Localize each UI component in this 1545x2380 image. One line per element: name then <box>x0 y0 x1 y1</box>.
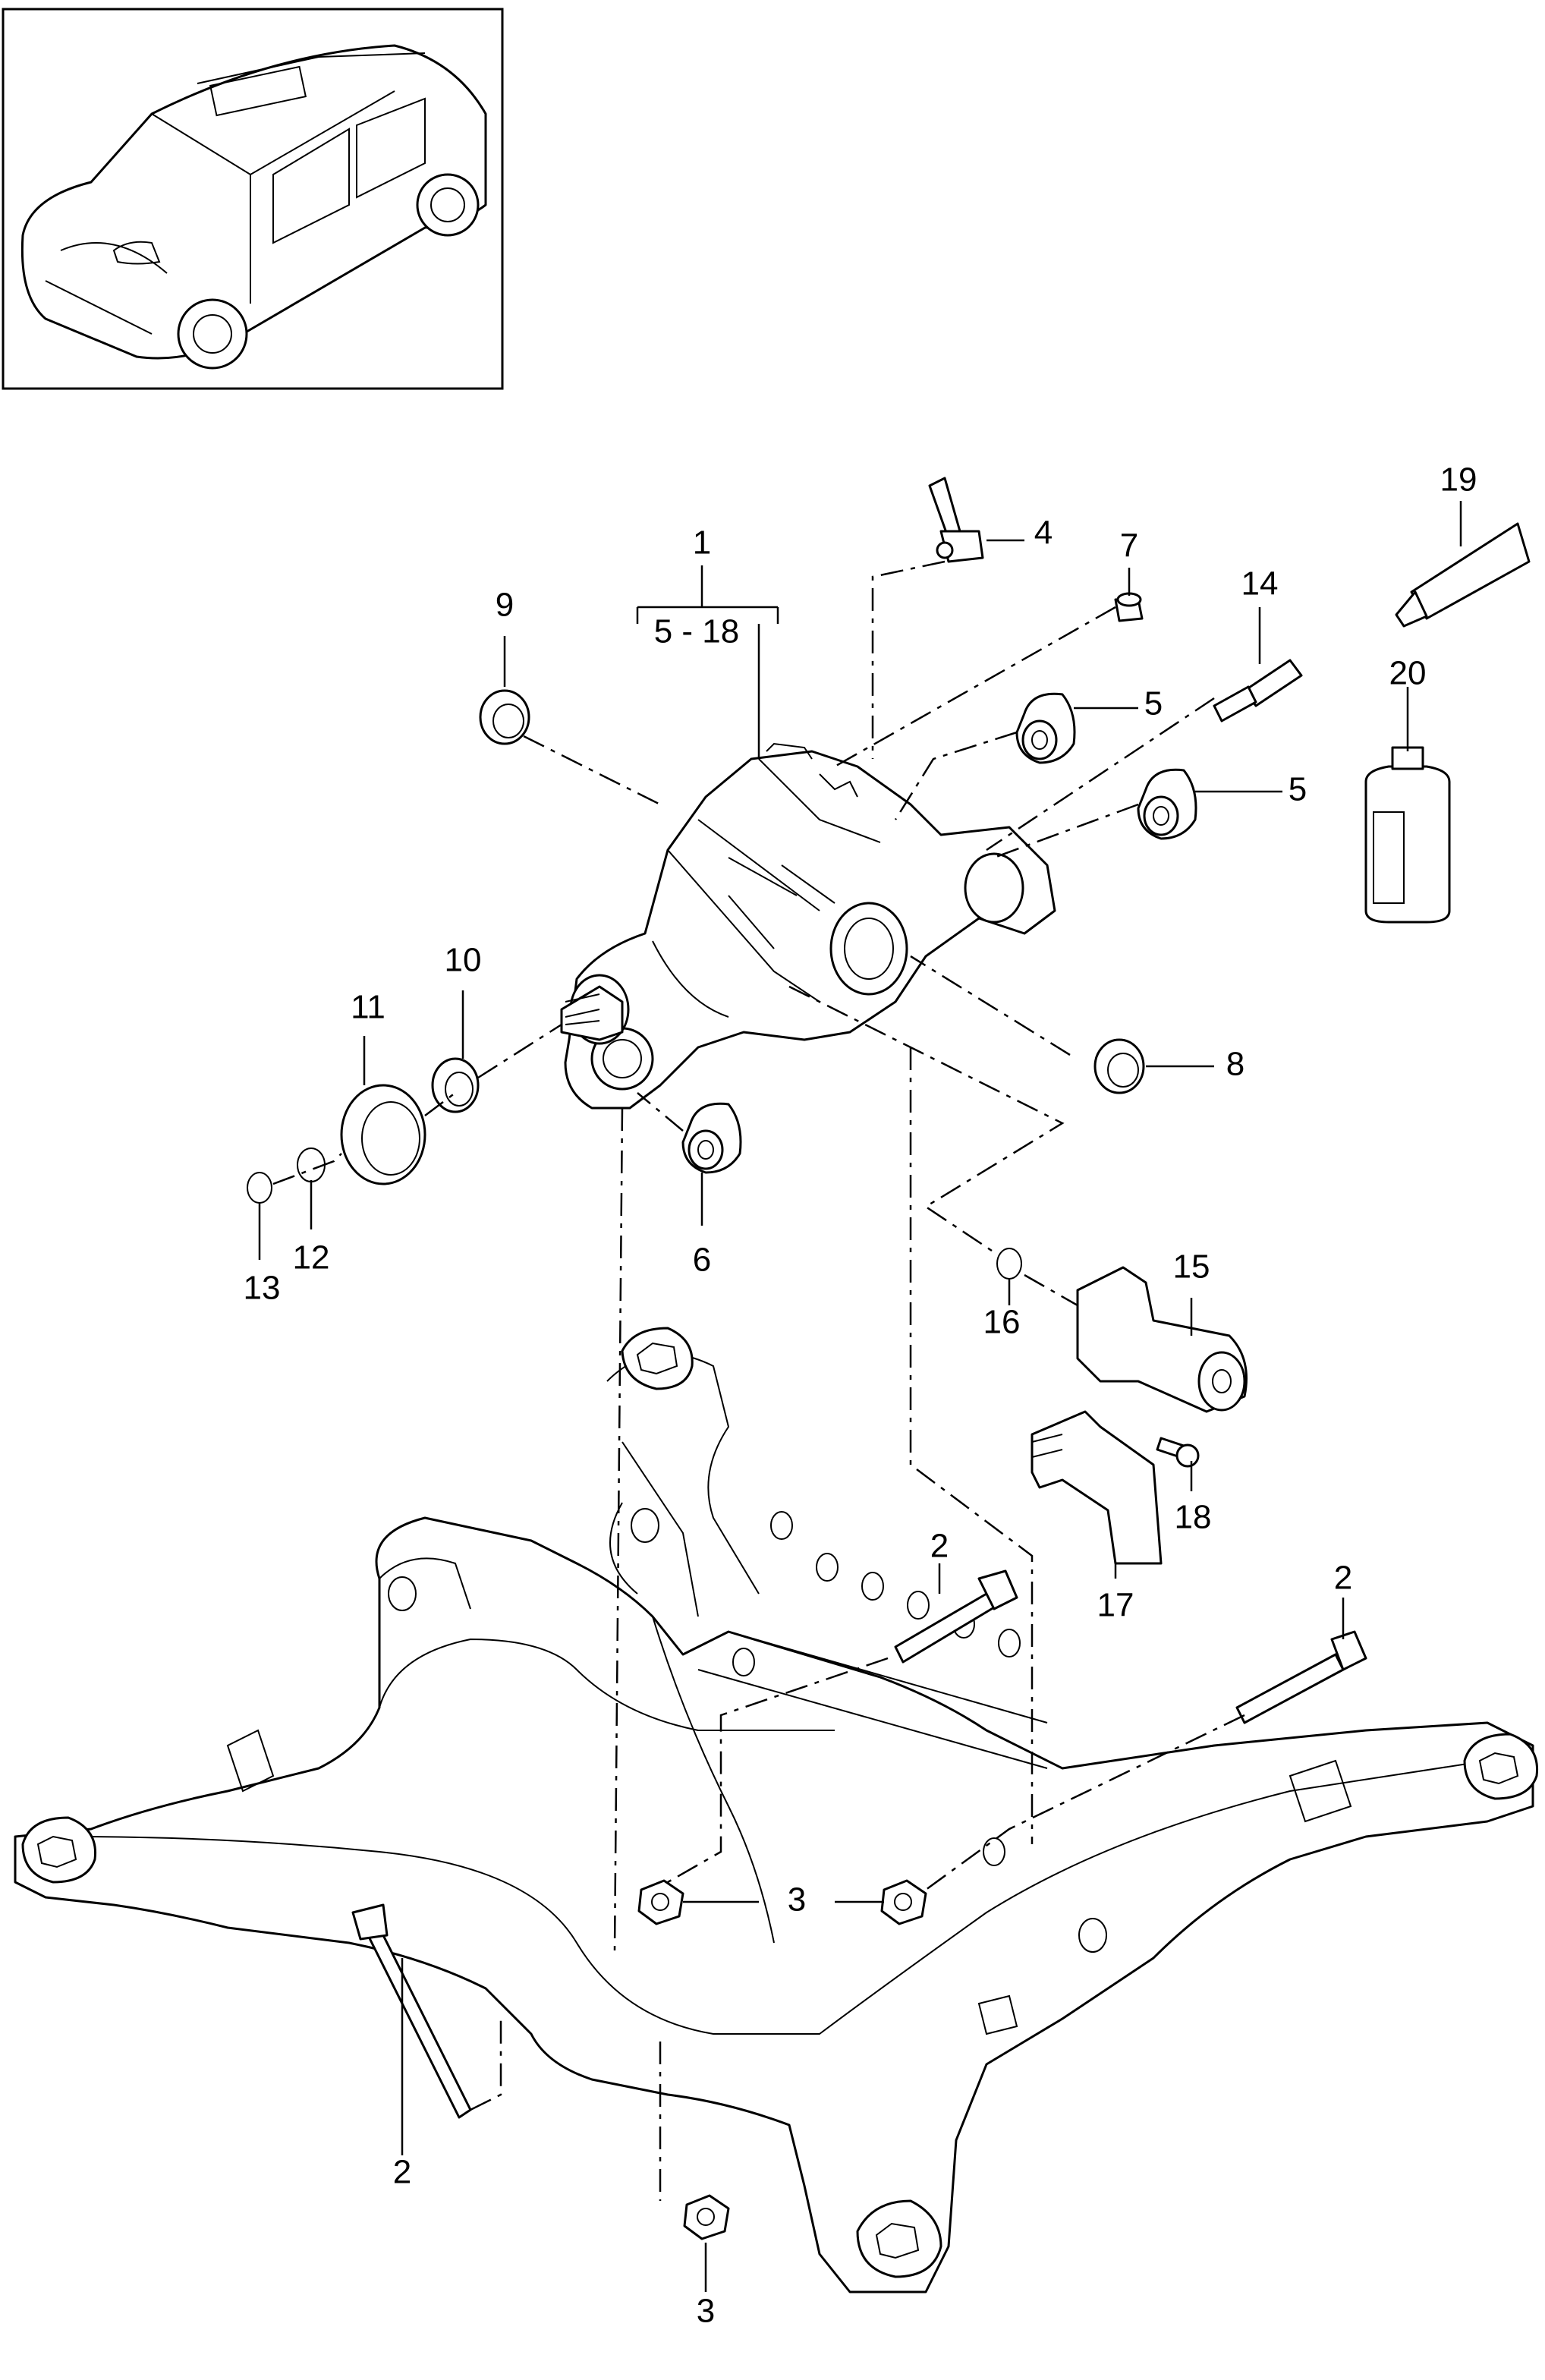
leader-lines <box>258 501 1462 2292</box>
screw-part-14 <box>1213 659 1303 722</box>
bolt-part-18 <box>1156 1437 1200 1468</box>
seal-ring-part-11 <box>340 1084 426 1185</box>
bushing-mount-left <box>21 1816 97 1884</box>
callout-13: 13 <box>244 1270 281 1307</box>
circlip-part-13 <box>247 1172 272 1204</box>
callout-14: 14 <box>1241 565 1279 603</box>
callout-17: 17 <box>1097 1587 1134 1624</box>
rear-axle-subframe <box>14 1327 1539 2293</box>
plug-part-7 <box>1114 592 1144 622</box>
callout-18: 18 <box>1175 1499 1212 1536</box>
callout-2-center: 2 <box>930 1528 949 1565</box>
callout-7: 7 <box>1120 527 1138 565</box>
bushing-mount-top <box>621 1327 694 1390</box>
callout-11: 11 <box>351 989 385 1026</box>
bushing-mount-bottom <box>856 2199 942 2278</box>
bolt-part-2-center <box>894 1569 1018 1664</box>
seal-ring-part-8 <box>1093 1038 1145 1094</box>
callout-1: 1 <box>693 524 711 562</box>
seal-ring-part-9 <box>479 689 530 745</box>
o-ring-part-16 <box>996 1248 1022 1280</box>
fluid-bottle-part-20 <box>1364 746 1451 924</box>
callout-5-upper: 5 <box>1144 685 1163 722</box>
sensor-part-4 <box>928 477 984 563</box>
rear-differential-housing <box>560 742 1056 1110</box>
callout-20: 20 <box>1389 655 1427 692</box>
pinion-flange <box>560 974 630 1045</box>
callout-16: 16 <box>983 1304 1021 1341</box>
bushing-part-5-lower <box>1137 768 1197 840</box>
callout-10: 10 <box>445 942 482 979</box>
bolt-part-2-right <box>1235 1630 1367 1724</box>
callout-5-lower: 5 <box>1289 771 1307 808</box>
callout-15: 15 <box>1173 1248 1210 1286</box>
bushing-part-5-upper <box>1015 692 1076 764</box>
callout-6: 6 <box>693 1242 711 1279</box>
callout-labels: 1 5 - 18 2 2 2 3 3 4 5 5 6 7 8 9 10 11 1… <box>244 461 1477 2330</box>
suv-vehicle-icon <box>20 44 487 370</box>
callout-4: 4 <box>1034 515 1053 552</box>
bushing-mount-right <box>1463 1733 1539 1800</box>
seal-tube-part-19 <box>1395 522 1531 628</box>
callout-1-range: 5 - 18 <box>654 613 740 650</box>
circlip-part-12 <box>297 1148 326 1182</box>
callout-8: 8 <box>1226 1046 1244 1083</box>
assembly-dash-lines <box>272 560 1245 2201</box>
nut-part-3-left <box>637 1879 684 1925</box>
callout-12: 12 <box>293 1239 330 1277</box>
bushing-part-6 <box>681 1102 742 1174</box>
bolt-part-2-left <box>351 1903 472 2119</box>
nut-part-3-right <box>880 1879 927 1925</box>
callout-3-bottom: 3 <box>697 2293 715 2330</box>
actuator-motor-part-15 <box>1076 1266 1248 1413</box>
callout-2-right: 2 <box>1334 1560 1352 1597</box>
callout-3-center: 3 <box>788 1881 806 1919</box>
callout-2-left: 2 <box>393 2154 411 2191</box>
callout-9: 9 <box>496 587 514 624</box>
seal-ring-part-10 <box>431 1057 480 1113</box>
nut-part-3-bottom <box>683 2194 730 2240</box>
bracket-part-17 <box>1031 1410 1163 1565</box>
callout-19: 19 <box>1440 461 1477 499</box>
vehicle-thumbnail <box>2 8 504 390</box>
